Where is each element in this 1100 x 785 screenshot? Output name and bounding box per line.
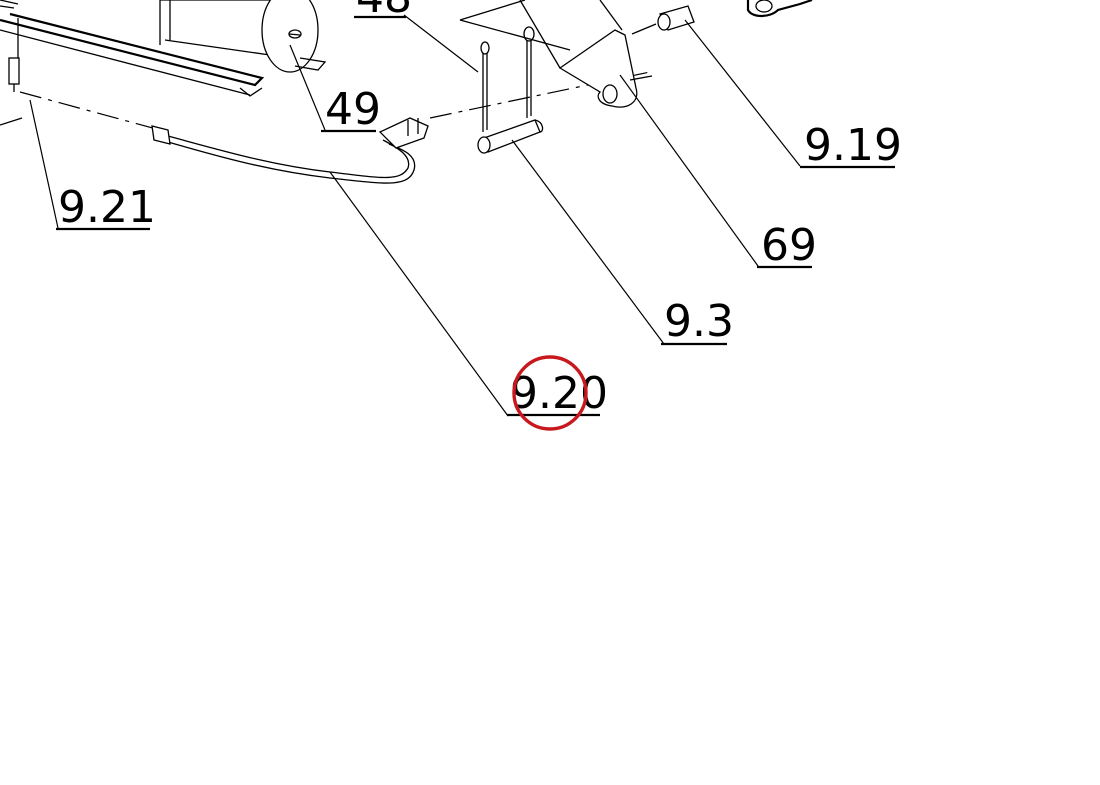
callout-9-20: 9.20 xyxy=(507,368,608,419)
frame-bracket xyxy=(0,0,265,97)
callout-9-21: 9.21 xyxy=(56,182,156,233)
callout-label-48: 48 xyxy=(356,0,412,23)
hose-assembly xyxy=(151,117,429,184)
cylinder-end xyxy=(746,0,813,18)
callout-label-9-19: 9.19 xyxy=(804,120,902,171)
clevis-bracket xyxy=(459,0,653,108)
leader-lines xyxy=(29,14,801,417)
callout-label-9-3: 9.3 xyxy=(664,296,734,347)
callout-9-19: 9.19 xyxy=(800,120,902,171)
callout-label-69: 69 xyxy=(761,220,817,271)
centerline xyxy=(19,71,651,131)
small-bolt xyxy=(0,57,23,126)
callout-label-9-21: 9.21 xyxy=(58,182,156,233)
callout-49: 49 xyxy=(321,84,381,135)
air-tank xyxy=(160,0,327,73)
fitting-part xyxy=(631,5,695,35)
callout-label-9-20: 9.20 xyxy=(510,368,608,419)
callout-48: 48 xyxy=(354,0,412,23)
cotter-pins xyxy=(480,26,535,132)
pin-part xyxy=(477,119,544,154)
callout-label-49: 49 xyxy=(325,84,381,135)
highlight-circle xyxy=(512,355,588,431)
callout-9-3: 9.3 xyxy=(661,296,734,347)
callout-69: 69 xyxy=(757,220,817,271)
